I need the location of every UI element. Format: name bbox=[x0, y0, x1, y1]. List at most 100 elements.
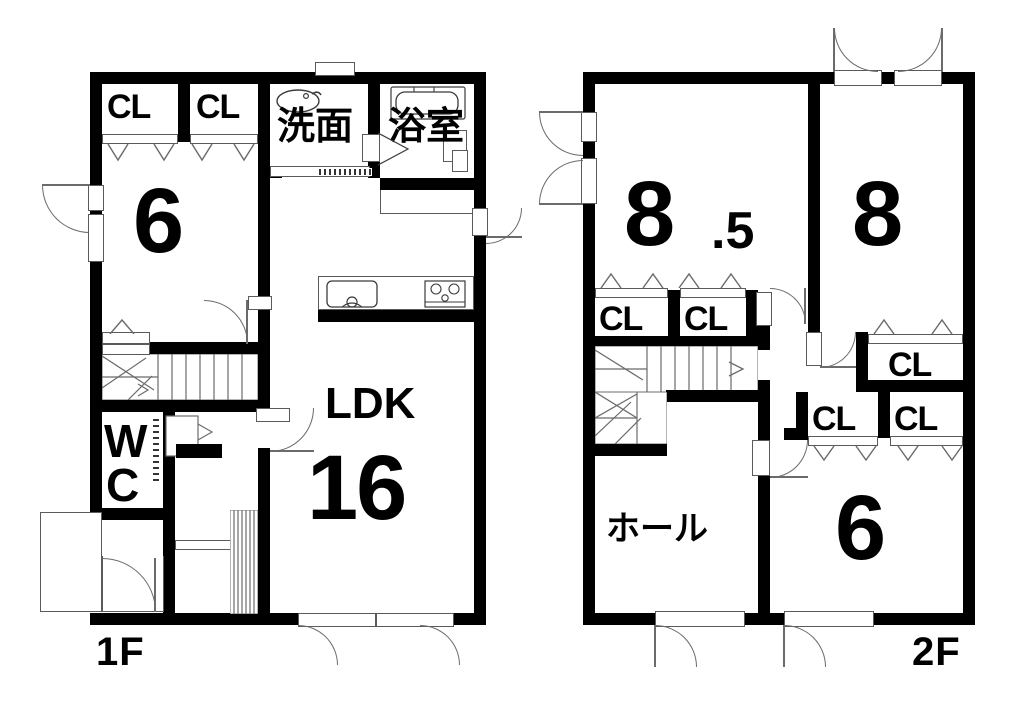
wall-2f-corridor-right-lower bbox=[758, 380, 770, 408]
wall-1f-kitchen-base bbox=[318, 310, 474, 322]
door-leaf-1f-left-entry bbox=[42, 184, 90, 186]
floor-tag-1f: 1F bbox=[96, 630, 145, 674]
alcove-1f-6jo-mark bbox=[102, 318, 150, 334]
closet-2f-b-label: CL bbox=[684, 300, 728, 338]
wall-1f-genkan-right bbox=[163, 508, 175, 613]
door-leaf-1f-right bbox=[486, 236, 522, 238]
door-swing-2f-left-b bbox=[539, 160, 583, 204]
stairs-2f bbox=[595, 346, 758, 392]
stairs-1f bbox=[102, 354, 258, 400]
door-frame-1f-bath bbox=[362, 134, 380, 162]
door-swing-2f-6jo-bottom bbox=[784, 625, 826, 667]
wall-2f-cl-ab-divider bbox=[668, 290, 680, 336]
wc-label-w: W bbox=[104, 415, 148, 467]
door-swing-2f-left-a bbox=[539, 112, 583, 156]
window-1f-left-lower-frame bbox=[88, 214, 104, 262]
wall-1f-bath-bottom bbox=[380, 178, 486, 190]
room-2f-8-label: 8 bbox=[852, 163, 903, 265]
hall-label: ホール bbox=[606, 509, 708, 549]
toilet-base-mark bbox=[176, 444, 222, 458]
wall-2f-outer-right bbox=[963, 72, 975, 625]
closet-2f-d-label: CL bbox=[812, 400, 856, 438]
wall-1f-ldk-left bbox=[258, 412, 270, 613]
closet-2f-c-label: CL bbox=[888, 346, 932, 384]
window-1f-left-upper-frame bbox=[88, 185, 104, 211]
sliding-door-1f-washroom bbox=[318, 168, 372, 176]
room-2f-8-5-label: 8 bbox=[624, 163, 675, 265]
closet-2f-c-front bbox=[868, 334, 963, 344]
wall-2f-closet-bottom bbox=[595, 336, 758, 346]
door-leaf-2f-top-a bbox=[833, 28, 835, 72]
door-leaf-1f-6jo bbox=[246, 300, 248, 344]
wall-2f-top-divider bbox=[882, 72, 894, 84]
wall-2f-center-vertical bbox=[808, 72, 820, 332]
window-1f-washroom bbox=[315, 62, 355, 76]
ldk-size-label: 16 bbox=[307, 437, 407, 539]
closet-2f-e-front bbox=[890, 436, 963, 446]
genkan-step-line bbox=[175, 540, 231, 550]
door-swing-1f-ldk-bottom-a bbox=[298, 625, 338, 665]
alcove-1f-6jo bbox=[102, 332, 150, 344]
ldk-ceiling-line-a bbox=[380, 190, 474, 214]
door-swing-2f-6jo bbox=[770, 440, 808, 478]
stair-top-landing bbox=[102, 344, 150, 355]
stairs-2f-winder bbox=[595, 392, 667, 444]
door-leaf-2f-top-b bbox=[941, 28, 943, 72]
closet-1f-a-front bbox=[102, 134, 178, 144]
wall-1f-wc-bottom bbox=[90, 508, 175, 520]
door-leaf-2f-left-b bbox=[539, 203, 583, 205]
closet-1f-a-label: CL bbox=[107, 88, 151, 126]
sliding-partition-1f-hall bbox=[230, 510, 258, 614]
closet-1f-hanger-marks bbox=[102, 144, 258, 162]
bathroom-label: 浴室 bbox=[388, 104, 465, 148]
window-2f-top-b-frame bbox=[894, 70, 942, 86]
window-2f-left-b-frame bbox=[581, 158, 597, 204]
door-frame-1f-6jo bbox=[248, 296, 272, 310]
window-2f-hall-bottom-frame bbox=[655, 611, 745, 627]
closet-2f-a-label: CL bbox=[599, 300, 643, 338]
room-2f-8-5-decimal: .5 bbox=[711, 202, 755, 260]
wall-1f-closet-divider bbox=[178, 84, 190, 142]
door-leaf-2f-hall-bottom bbox=[654, 625, 656, 667]
wall-1f-washroom-right bbox=[368, 72, 380, 134]
door-frame-2f-6jo bbox=[752, 440, 770, 476]
wall-1f-closet-right bbox=[258, 72, 270, 422]
room-2f-6-label: 6 bbox=[835, 477, 886, 579]
closet-1f-b-label: CL bbox=[196, 88, 240, 126]
wall-2f-cl-c-bottom bbox=[856, 380, 963, 392]
sink-basin-icon bbox=[276, 88, 326, 114]
door-leaf-2f-6jo-bottom bbox=[783, 625, 785, 667]
door-leaf-2f-6jo bbox=[770, 476, 808, 478]
bathtub-icon bbox=[390, 86, 466, 120]
wall-2f-cl-de-divider bbox=[878, 392, 890, 438]
door-swing-2f-8 bbox=[820, 332, 856, 368]
wall-2f-outer-left bbox=[583, 72, 595, 625]
wall-2f-6jo-left bbox=[758, 408, 770, 613]
closet-2f-a-front bbox=[595, 288, 668, 298]
kitchen-stove-icon bbox=[424, 280, 466, 308]
kitchen-counter bbox=[318, 276, 474, 310]
window-2f-top-a-frame bbox=[834, 70, 882, 86]
closet-2f-d-front bbox=[808, 436, 878, 446]
window-2f-6jo-bottom-frame bbox=[784, 611, 874, 627]
kitchen-sink-icon bbox=[326, 280, 378, 308]
door-swing-2f-top-a bbox=[834, 28, 878, 72]
closet-2f-de-hanger-marks bbox=[808, 446, 963, 462]
closet-2f-c-hanger-marks bbox=[868, 318, 960, 334]
door-swing-2f-hall-bottom bbox=[655, 625, 697, 667]
window-1f-ldk-bottom-a-frame bbox=[298, 613, 376, 627]
door-swing-1f-ldk-bottom-b bbox=[420, 625, 460, 665]
door-leaf-1f-genkan bbox=[154, 558, 156, 612]
wall-2f-cl-c-left bbox=[856, 332, 868, 380]
window-2f-left-a-frame bbox=[581, 112, 597, 142]
closet-2f-e-label: CL bbox=[894, 400, 938, 438]
ldk-label: LDK bbox=[325, 379, 416, 428]
washroom-label: 洗面 bbox=[277, 104, 354, 148]
door-swing-2f-top-b bbox=[898, 28, 942, 72]
door-swing-1f-left-entry bbox=[42, 185, 90, 233]
floor-tag-2f: 2F bbox=[912, 630, 961, 674]
door-leaf-2f-8 bbox=[820, 366, 856, 368]
door-swing-1f-right bbox=[486, 208, 522, 244]
bath-shelf-b bbox=[452, 150, 468, 172]
